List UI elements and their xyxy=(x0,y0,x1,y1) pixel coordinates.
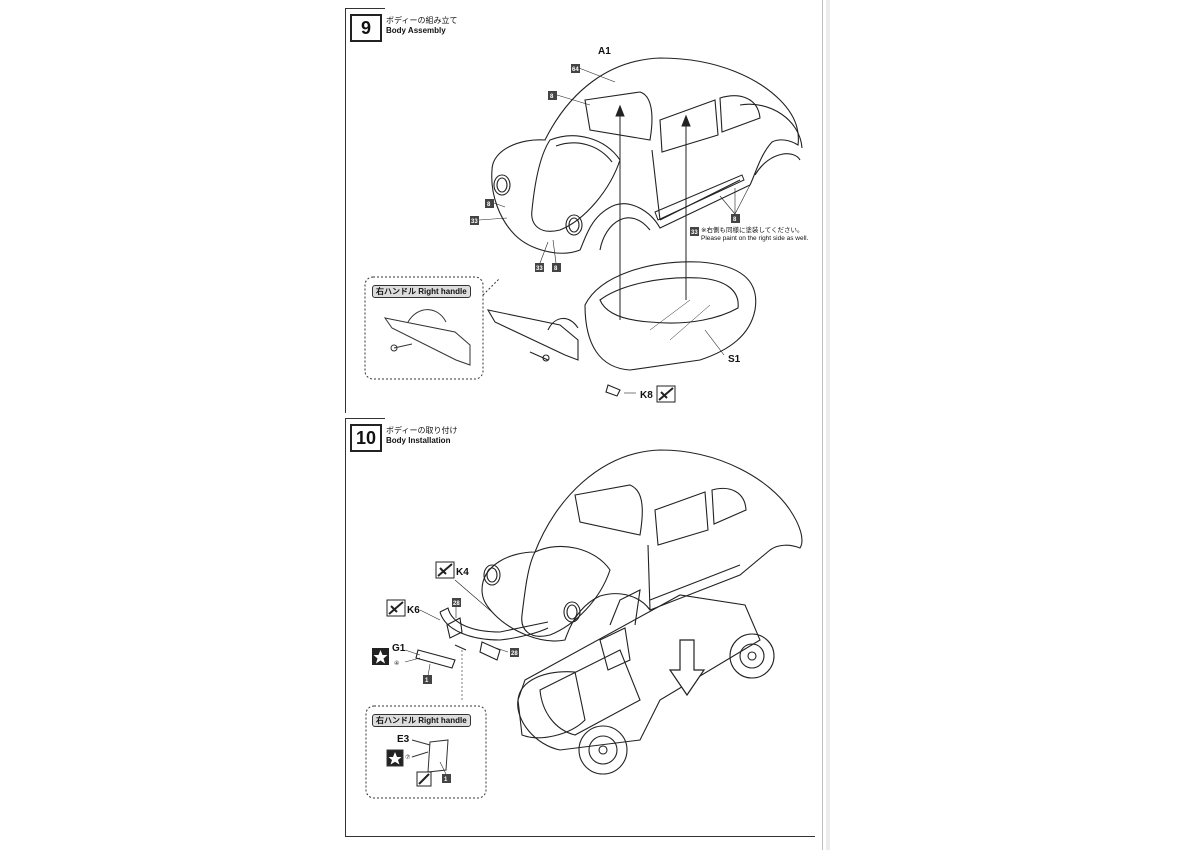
step10-paint-markers xyxy=(372,561,519,684)
label-K8: K8 xyxy=(640,390,653,401)
step-10-title: ボディーの取り付け Body Installation xyxy=(386,426,457,446)
paint-33-b: 33 xyxy=(536,266,543,272)
paint-33-a: 33 xyxy=(471,219,478,225)
paint-square-numbers: 64 8 8 33 33 8 8 33 28 28 1 1 xyxy=(425,67,737,783)
decal-7: ⑦ xyxy=(405,754,410,761)
step9-bumper-bracket xyxy=(486,309,621,397)
label-K6: K6 xyxy=(407,605,420,616)
paint-1-b: 1 xyxy=(444,777,448,783)
paint-note-jp: ※右側も同様に塗装してください。 xyxy=(701,227,804,234)
step10-right-handle-label: 右ハンドル Right handle xyxy=(372,714,471,727)
step9-arrows xyxy=(615,104,691,320)
step-9-title-jp: ボディーの組み立て xyxy=(386,16,458,25)
paint-33-c: 33 xyxy=(691,230,698,236)
page-edge xyxy=(822,0,823,850)
step9-right-handle-inset xyxy=(364,276,501,380)
step9-right-handle-label: 右ハンドル Right handle xyxy=(372,285,471,298)
step10-leader-lines xyxy=(404,579,509,700)
label-K4: K4 xyxy=(456,567,469,578)
label-A1: A1 xyxy=(598,46,611,57)
step9-chassis-tub xyxy=(584,261,757,371)
frame-top-10 xyxy=(345,418,385,419)
paint-28-b: 28 xyxy=(511,651,518,657)
step9-paint-markers xyxy=(470,64,740,403)
step9-leader-lines xyxy=(478,67,751,394)
paint-8-b: 8 xyxy=(487,202,491,208)
step10-chassis-drawing xyxy=(517,589,775,775)
label-E3: E3 xyxy=(397,734,410,745)
paint-64: 64 xyxy=(572,67,579,73)
paint-8-d: 8 xyxy=(733,217,737,223)
paint-1-a: 1 xyxy=(425,678,429,684)
frame-top-9 xyxy=(345,8,385,9)
paint-note-en: Please paint on the right side as well. xyxy=(701,235,809,242)
frame-bottom xyxy=(345,836,815,837)
step10-bumper xyxy=(415,607,549,669)
step-10-title-jp: ボディーの取り付け xyxy=(386,426,458,435)
step-9-title-en: Body Assembly xyxy=(386,26,446,35)
step-9-number: 9 xyxy=(350,14,382,42)
label-G1: G1 xyxy=(392,643,406,654)
step9-paint-note: ※右側も同様に塗装してください。 Please paint on the rig… xyxy=(701,227,808,243)
svg-labels: A1 S1 K8 K4 K6 G1 E3 ④ ⑦ xyxy=(392,46,741,761)
step-10-number: 10 xyxy=(350,424,382,452)
step10-down-arrow xyxy=(668,639,706,697)
frame-left-top xyxy=(345,8,346,413)
paint-8-c: 8 xyxy=(554,266,558,272)
step10-body-drawing xyxy=(481,449,803,642)
step-10-title-en: Body Installation xyxy=(386,436,451,445)
decal-4: ④ xyxy=(394,660,399,667)
paint-28-a: 28 xyxy=(453,601,460,607)
page-shadow xyxy=(826,0,830,850)
step10-right-handle-inset xyxy=(365,705,487,799)
step-9-title: ボディーの組み立て Body Assembly xyxy=(386,16,457,36)
frame-left-bottom xyxy=(345,418,346,836)
step9-body-drawing xyxy=(491,57,803,254)
paint-8-a: 8 xyxy=(550,94,554,100)
label-S1: S1 xyxy=(728,354,741,365)
